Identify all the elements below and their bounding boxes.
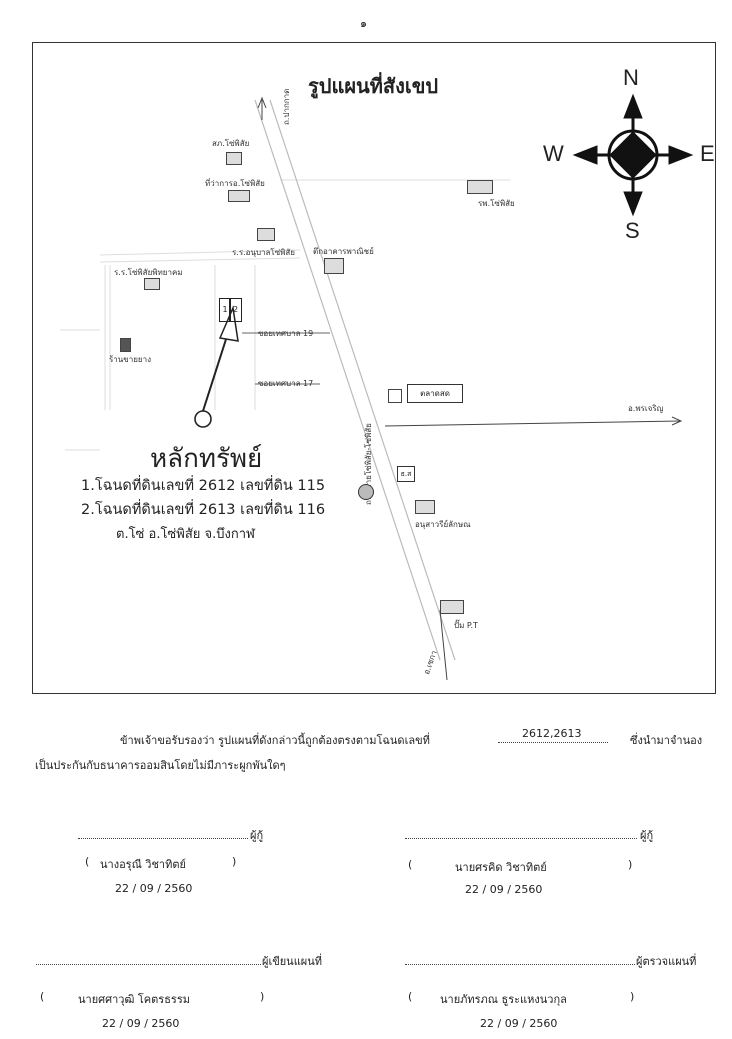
police-station-label: สภ.โซ่พิสัย [212,139,250,148]
school-anuban-icon [257,228,275,241]
signature-name-2: นายศรคิด วิชาทิตย์ [455,861,547,874]
signature-close-1: ) [232,855,237,868]
gas-station-label: ปั๊ม P.T [454,621,478,630]
certification-text-a: ข้าพเจ้าขอรับรองว่า รูปแผนที่ดังกล่าวนี้… [120,734,430,747]
deed-numbers: 2612,2613 [522,727,582,740]
signature-open-1: ( [85,855,90,868]
pointer-line [202,332,229,412]
compass-rose [572,93,694,217]
location-circle [194,410,212,428]
signature-open-3: ( [40,990,45,1003]
market-box: ตลาดสด [407,384,463,403]
seal-icon [358,484,374,500]
hospital-label: รพ.โซ่พิสัย [478,199,515,208]
map-title: รูปแผนที่สังเขป [308,74,439,98]
property-line-1: 1.โฉนดที่ดินเลขที่ 2612 เลขที่ดิน 115 [81,478,326,494]
school-anuban-label: ร.ร.อนุบาลโซ่พิสัย [232,248,295,257]
signature-name-1: นางอรุณี วิชาทิตย์ [100,858,186,871]
signature-date-1: 22 / 09 / 2560 [115,882,193,895]
compass-w: W [543,141,564,166]
hospital-icon [467,180,493,194]
bank-icon: ธ.ส [397,466,415,482]
signature-role-3: ผู้เขียนแผนที่ [262,955,322,968]
signature-close-4: ) [630,990,635,1003]
signature-open-4: ( [408,990,413,1003]
district-office-icon [228,190,250,202]
monument-label: อนุสาวรีย์ลักษณ [415,520,471,529]
gas-station-icon [440,600,464,614]
commercial-label: ตึกอาคารพาณิชย์ [313,247,374,256]
signature-line-3 [36,964,261,965]
signature-date-4: 22 / 09 / 2560 [480,1017,558,1030]
signature-line-1 [78,838,248,839]
to-phon-charoen-label: อ.พรเจริญ [628,404,664,413]
school-sopisai-label: ร.ร.โซ่พิสัยพิทยาคม [114,268,183,277]
property-line-2: 2.โฉนดที่ดินเลขที่ 2613 เลขที่ดิน 116 [81,502,326,518]
soi-19-label: ซอยเทศบาล 19 [258,329,314,338]
district-office-label: ที่ว่าการอ.โซ่พิสัย [205,179,265,188]
signature-date-2: 22 / 09 / 2560 [465,883,543,896]
school-sopisai-icon [144,278,160,290]
pointer-arrow [218,305,239,342]
signature-close-3: ) [260,990,265,1003]
signature-close-2: ) [628,858,633,871]
soi-17-label: ซอยเทศบาล 17 [258,379,314,388]
label-road-top: ถ.ปากกาด [282,88,291,125]
signature-role-2: ผู้กู้ [640,829,654,842]
compass-n: N [623,65,639,90]
property-title: หลักทรัพย์ [150,444,263,474]
plot-2: 2 [229,298,242,322]
signature-role-1: ผู้กู้ [250,829,264,842]
shop-label: ร้านขายยาง [109,355,151,364]
map-frame [32,42,716,694]
seven-eleven-icon [388,389,402,403]
compass-s: S [625,218,640,243]
deed-dotted-line [498,742,608,743]
property-line-3: ต.โซ่ อ.โซ่พิสัย จ.บึงกาฬ [116,527,255,542]
police-station-icon [226,152,242,165]
signature-name-4: นายภัทรภณ ธูระแหงนวกุล [440,993,567,1006]
compass-e: E [700,141,715,166]
signature-line-2 [405,838,637,839]
signature-date-3: 22 / 09 / 2560 [102,1017,180,1030]
signature-role-4: ผู้ตรวจแผนที่ [636,955,697,968]
plot-1: 1 [219,298,231,322]
shop-icon [120,338,131,352]
certification-text-c: เป็นประกันกับธนาคารออมสินโดยไม่มีภาระผูก… [35,759,286,772]
monument-icon [415,500,435,514]
commercial-icon [324,258,344,274]
signature-name-3: นายศศาวุฒิ โคตรธรรม [78,993,190,1006]
signature-open-2: ( [408,858,413,871]
page-number: ๑ [360,17,367,30]
signature-line-4 [405,964,635,965]
certification-text-b: ซึ่งนำมาจำนอง [630,734,703,747]
